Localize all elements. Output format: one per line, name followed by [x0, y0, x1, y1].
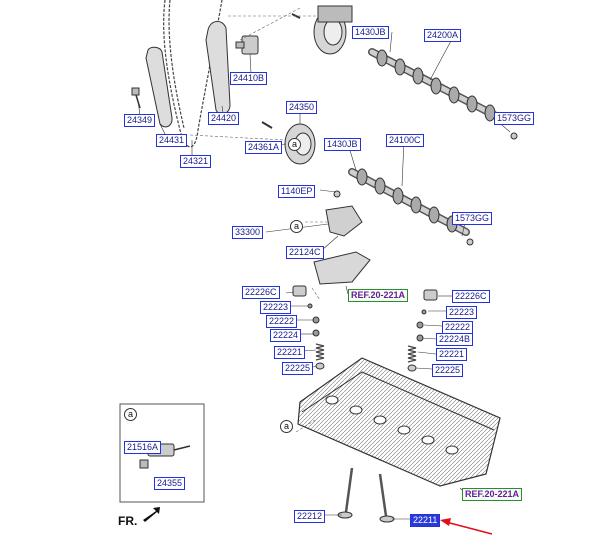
label-24361a: 24361A: [245, 141, 283, 154]
label-ref-top: REF.20-221A: [348, 289, 409, 302]
callout-a-sprocket: a: [288, 138, 301, 151]
inset-callout-a: a: [124, 408, 137, 421]
label-1573gg-mid: 1573GG: [452, 212, 493, 225]
valve-spring-left: [315, 343, 325, 361]
exhaust-valve: [337, 467, 354, 519]
label-22224b: 22224B: [436, 333, 474, 346]
label-22223-right: 22223: [446, 306, 478, 319]
label-24200a: 24200A: [424, 29, 462, 42]
label-22212: 22212: [294, 510, 326, 523]
label-24100c: 24100C: [386, 134, 424, 147]
label-22222-left: 22222: [266, 315, 298, 328]
label-22225-left: 22225: [282, 362, 314, 375]
exhaust-camshaft: [348, 168, 474, 246]
label-22124c: 22124C: [286, 246, 324, 259]
intake-valve: [378, 473, 395, 523]
label-24420: 24420: [208, 112, 240, 125]
label-33300: 33300: [232, 226, 264, 239]
label-22226c-right: 22226C: [452, 290, 490, 303]
label-22225-right: 22225: [432, 364, 464, 377]
tappet-right: [423, 289, 438, 301]
label-24350: 24350: [286, 101, 318, 114]
highlight-arrow-icon: [440, 518, 493, 535]
label-22226c-left: 22226C: [242, 286, 280, 299]
label-22224-left: 22224: [270, 329, 302, 342]
label-ref-bottom: REF.20-221A: [462, 488, 523, 501]
label-24355: 24355: [154, 477, 186, 490]
label-24349: 24349: [124, 114, 156, 127]
valve-seal-left: [315, 362, 325, 370]
vvt-bracket: [325, 190, 363, 237]
intake-camshaft: [368, 48, 518, 140]
top-cam-sprocket: [313, 5, 353, 55]
label-24410b: 24410B: [230, 72, 268, 85]
tappet-left: [292, 285, 307, 297]
label-24321: 24321: [180, 155, 212, 168]
label-22221-left: 22221: [274, 346, 306, 359]
label-24431: 24431: [156, 134, 188, 147]
bolt-mid: [261, 121, 273, 129]
label-1140ep: 1140EP: [278, 185, 316, 198]
valve-keys-right: [416, 309, 427, 342]
label-22211: 22211: [410, 514, 441, 527]
label-22223-left: 22223: [260, 301, 292, 314]
valve-seal-right: [407, 364, 417, 372]
label-22221-right: 22221: [436, 348, 468, 361]
front-direction-label: FR.: [118, 514, 138, 528]
callout-a-head: a: [280, 420, 293, 433]
chain-tensioner: [235, 35, 259, 55]
label-1430jb-top: 1430JB: [352, 26, 389, 39]
chain-guide-left: [145, 46, 173, 128]
label-21516a: 21516A: [124, 441, 162, 454]
assembly-dash-lines: [189, 7, 330, 433]
label-1430jb-mid: 1430JB: [324, 138, 361, 151]
cylinder-head: [297, 357, 501, 487]
valve-keys-left: [307, 303, 320, 337]
chain-guide-right: [205, 21, 231, 115]
callout-a-bracket: a: [290, 220, 303, 233]
valve-spring-right: [407, 345, 417, 363]
camshaft-carrier: [313, 251, 371, 285]
front-arrow-icon: [143, 507, 160, 522]
label-1573gg-top: 1573GG: [494, 112, 535, 125]
